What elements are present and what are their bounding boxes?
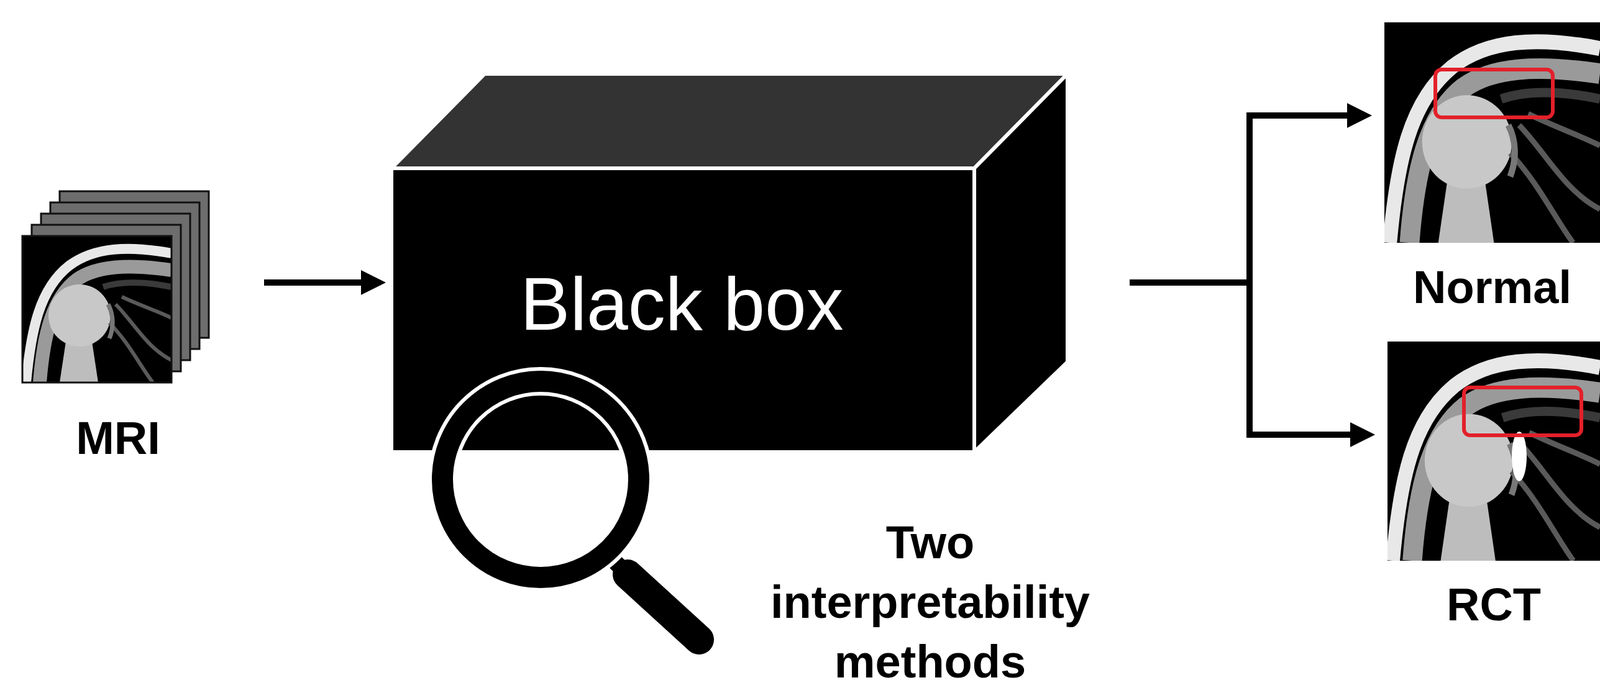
arrow-head [1350, 422, 1376, 448]
image-node: RCT [1387, 341, 1600, 634]
rct-mri-image [1387, 341, 1600, 562]
box-title: Black box [520, 263, 844, 345]
arrow-head [1347, 103, 1372, 128]
image-label: RCT [1387, 577, 1600, 634]
connector-line [264, 279, 368, 286]
magnifier-handle [605, 553, 700, 640]
arrow-head [361, 270, 386, 296]
connector-arrow [1129, 103, 1372, 283]
normal-mri-image [1384, 22, 1600, 243]
connector-arrow [264, 270, 386, 296]
mri-slices [22, 191, 209, 383]
annotation-label: Two interpretability methods [737, 513, 1123, 693]
connector-arrow [1129, 282, 1376, 448]
magnifier-lens [442, 381, 639, 578]
image-label: Normal [1384, 259, 1600, 316]
connector-line [1129, 115, 1354, 283]
image-node: Normal [1384, 22, 1600, 316]
image-node: MRI [18, 186, 218, 467]
image-label: MRI [18, 410, 218, 467]
connector-line [1129, 282, 1357, 435]
